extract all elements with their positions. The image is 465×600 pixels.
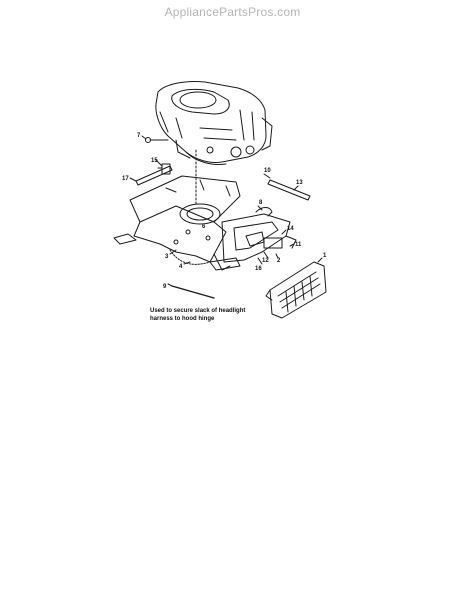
callout-1: 1 [323,253,327,259]
site-watermark: AppliancePartsPros.com [164,5,301,19]
callout-13: 13 [296,180,303,186]
fitting-illustration [157,163,171,175]
callout-11: 11 [295,242,302,248]
bolt-illustration [145,137,169,143]
note-line-2: harness to hood hinge [150,316,215,322]
callout-15: 15 [151,158,158,164]
callout-7: 7 [137,133,141,139]
callout-10: 10 [264,168,271,174]
grille-illustration [265,261,327,319]
callout-12: 12 [262,258,269,264]
mounting-plate-illustration [113,175,241,271]
callout-6: 6 [202,224,206,230]
callout-8: 8 [259,200,263,206]
headlight-bracket-illustration [213,207,297,271]
callout-16: 16 [255,266,262,272]
callout-9: 9 [163,284,167,290]
rod-right-illustration [267,179,311,201]
note-line-1: Used to secure slack of headlight [150,308,245,314]
callout-4: 4 [179,264,183,270]
callout-17: 17 [122,176,129,182]
callout-2: 2 [277,258,281,264]
callout-14: 14 [287,226,294,232]
callout-3: 3 [165,254,169,260]
rod-left-illustration [135,165,173,186]
engine-illustration [155,81,273,165]
wire-tie-illustration [171,285,215,299]
